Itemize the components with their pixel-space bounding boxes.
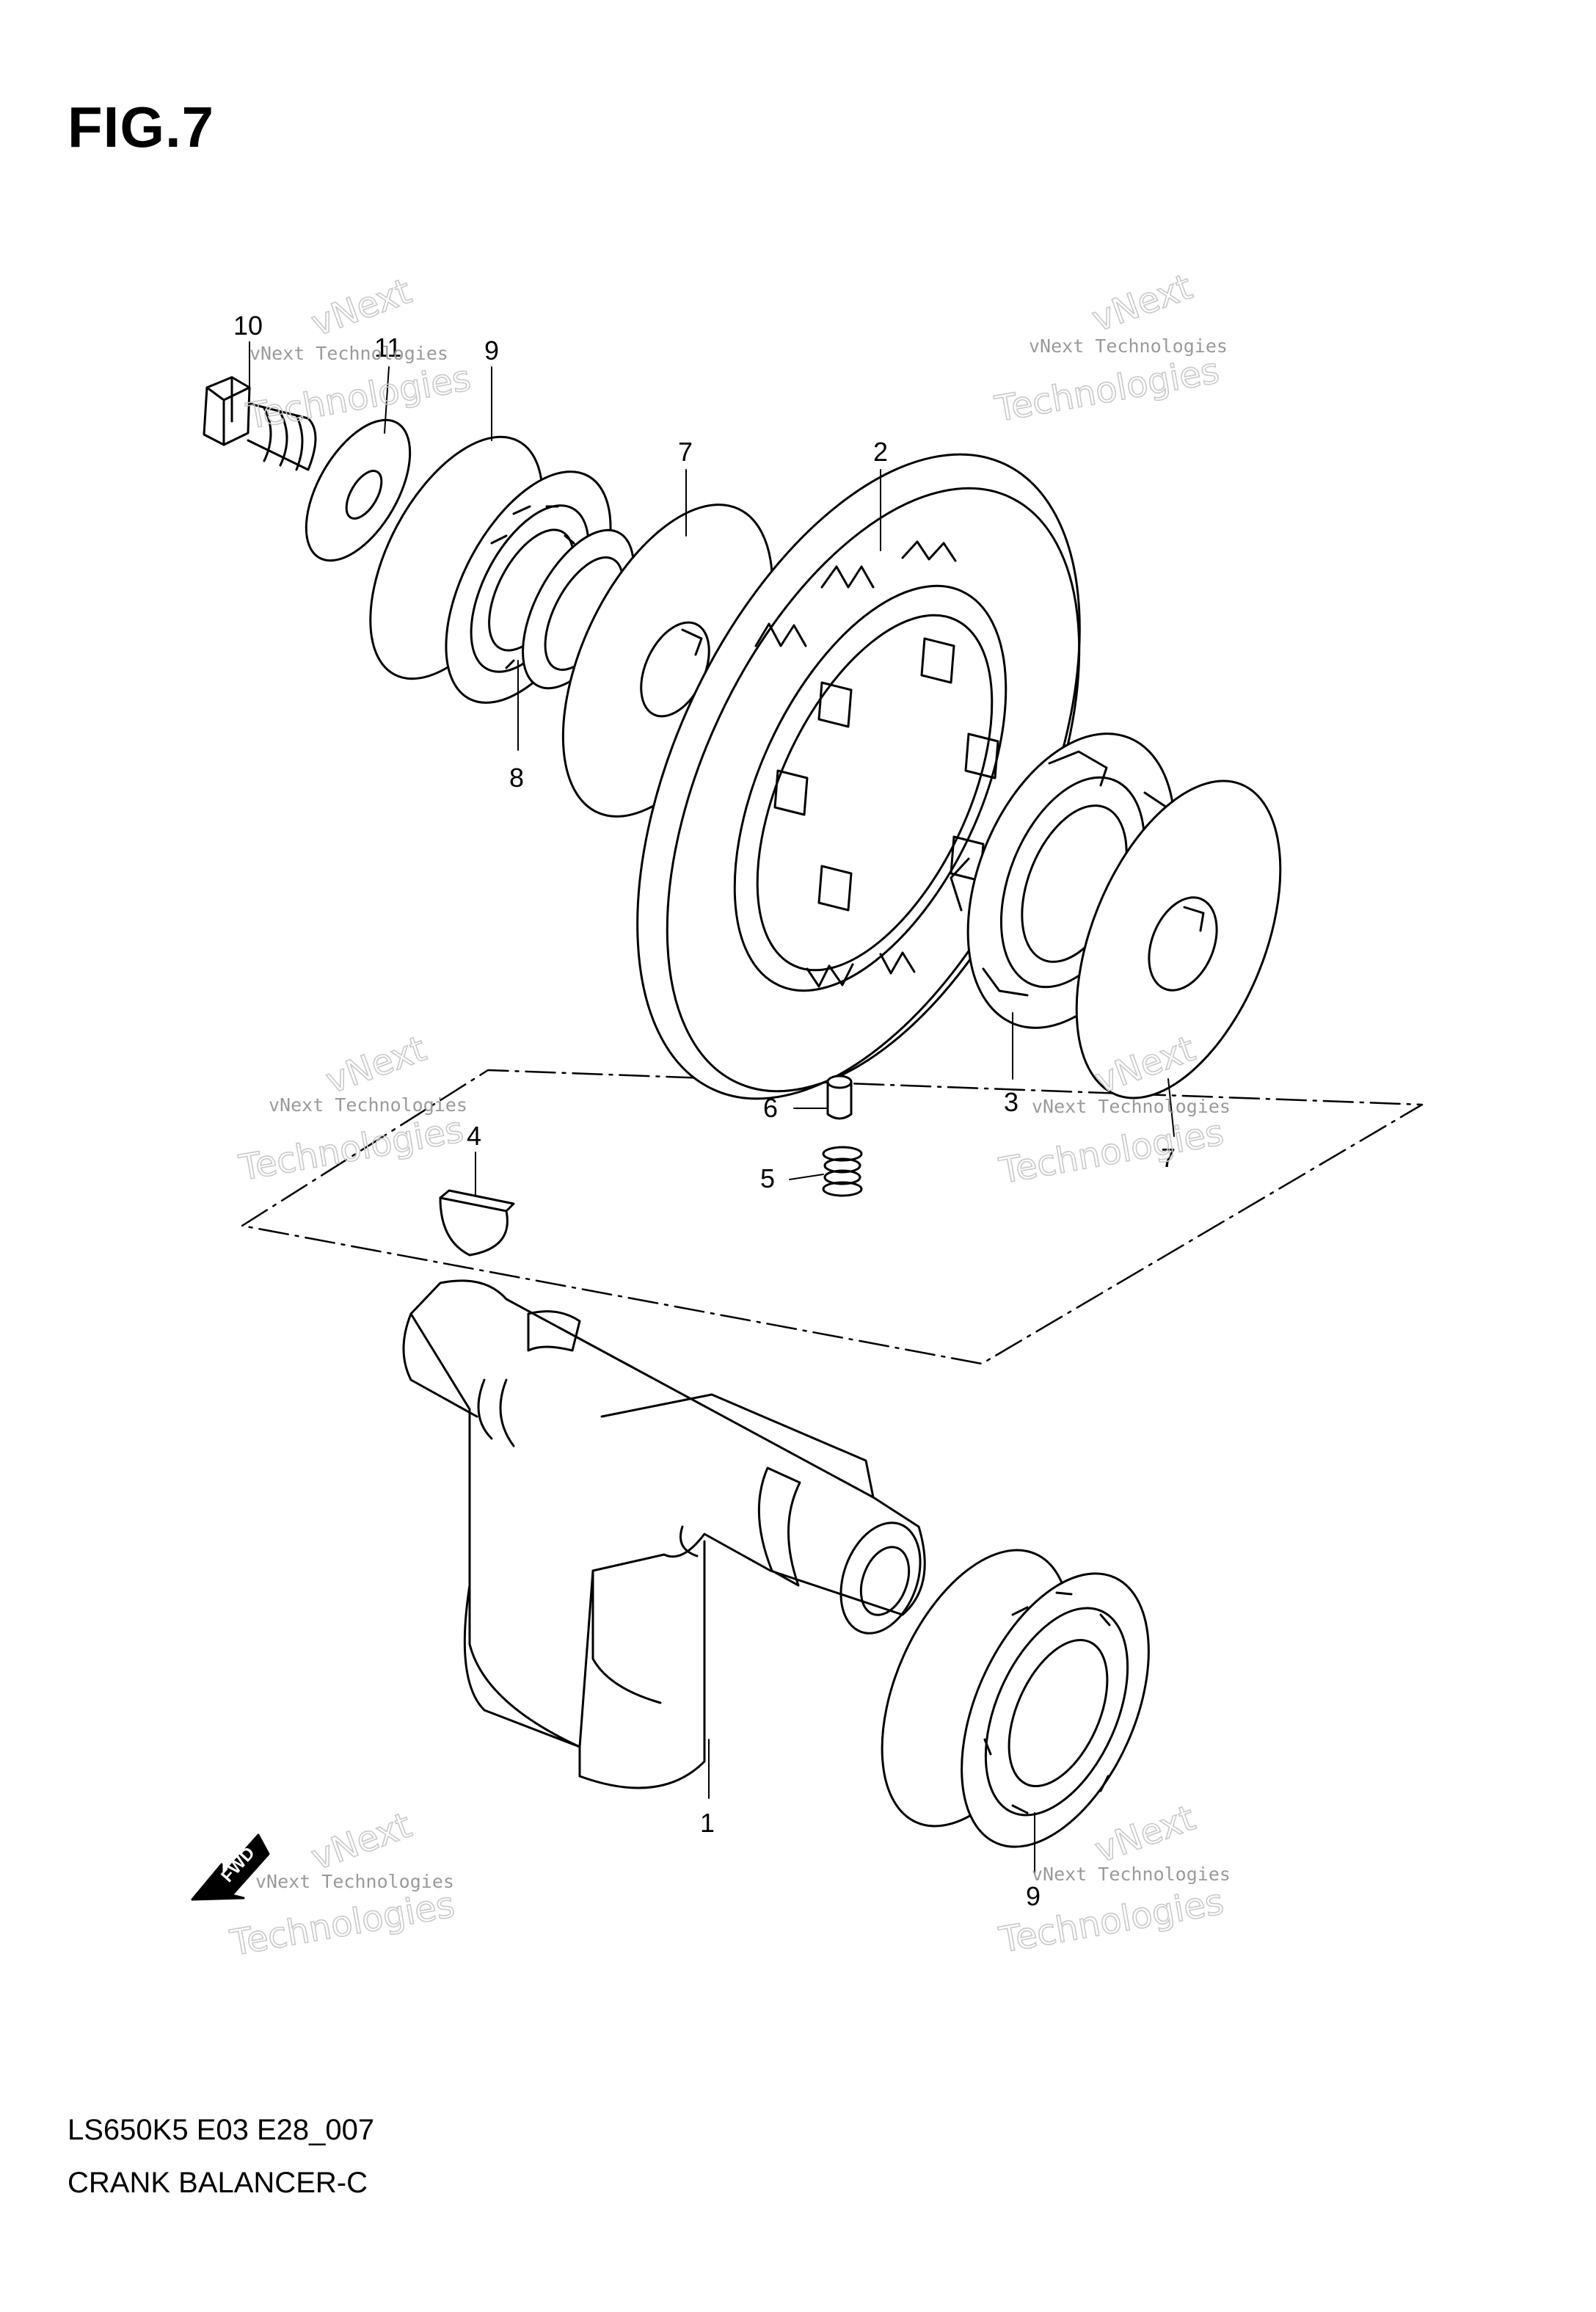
watermark-middle-left: vNext Technologies vNext Technologies [236,1028,467,1190]
watermark-line3: Technologies [243,357,473,437]
watermark-line3: Technologies [236,1109,466,1189]
callout-10: 10 [233,310,263,341]
watermark-line1: vNext Technologies [1032,1096,1231,1117]
watermark-line3: Technologies [227,1884,457,1964]
assembly-name: CRANK BALANCER-C [68,2167,368,2199]
callout-8: 8 [509,763,524,793]
watermark-line2: vNext [321,1028,431,1102]
watermark-bottom-left: vNext Technologies vNext Technologies [227,1804,459,1965]
watermark-line3: Technologies [996,1112,1226,1192]
watermark-line2: vNext [1087,266,1198,341]
callout-6: 6 [763,1093,778,1123]
watermark-line1: vNext Technologies [255,1871,454,1892]
watermark-line2: vNext [306,1805,417,1879]
assembly-outline [241,1069,1424,1365]
callout-1: 1 [700,1808,715,1838]
watermark-line1: vNext Technologies [1032,1864,1231,1885]
callout-3: 3 [1004,1087,1019,1117]
bearing-part-9-lower [881,1549,1150,1848]
fwd-arrow-icon [191,1833,270,1901]
watermark-line1: vNext Technologies [269,1094,467,1116]
watermark-line1: vNext Technologies [1029,335,1228,357]
callout-4: 4 [467,1121,481,1151]
key-part-4 [439,1189,515,1257]
callout-leaders [249,341,1175,1874]
watermark-line3: Technologies [991,350,1222,430]
callout-7-lower: 7 [1161,1143,1176,1173]
thrust-washer-part-7-lower [1075,779,1282,1099]
watermark-line2: vNext [1090,1797,1200,1872]
bolt-part-10 [203,376,317,471]
balancer-shaft-part-1 [402,1279,926,1789]
watermark-top-left: vNext Technologies vNext Technologies [243,270,475,438]
watermark-line1: vNext Technologies [249,343,448,364]
callout-5: 5 [760,1163,775,1193]
bearing-part-9-upper [369,435,612,704]
figure-title: FIG.7 [68,95,215,159]
callout-7-upper: 7 [678,437,693,467]
washer-part-11 [305,418,412,562]
callout-numbers: 10 11 9 7 2 8 3 7 6 5 4 1 9 [233,310,1176,1911]
callout-2: 2 [873,437,888,467]
callout-9-upper: 9 [484,335,499,366]
watermark-top-right: vNext Technologies vNext Technologies [991,266,1228,431]
callout-9-lower: 9 [1026,1881,1041,1911]
pin-part-6 [826,1075,853,1120]
spring-part-5 [822,1146,863,1197]
callout-11: 11 [374,332,401,363]
model-code: LS650K5 E03 E28_007 [68,2114,375,2146]
